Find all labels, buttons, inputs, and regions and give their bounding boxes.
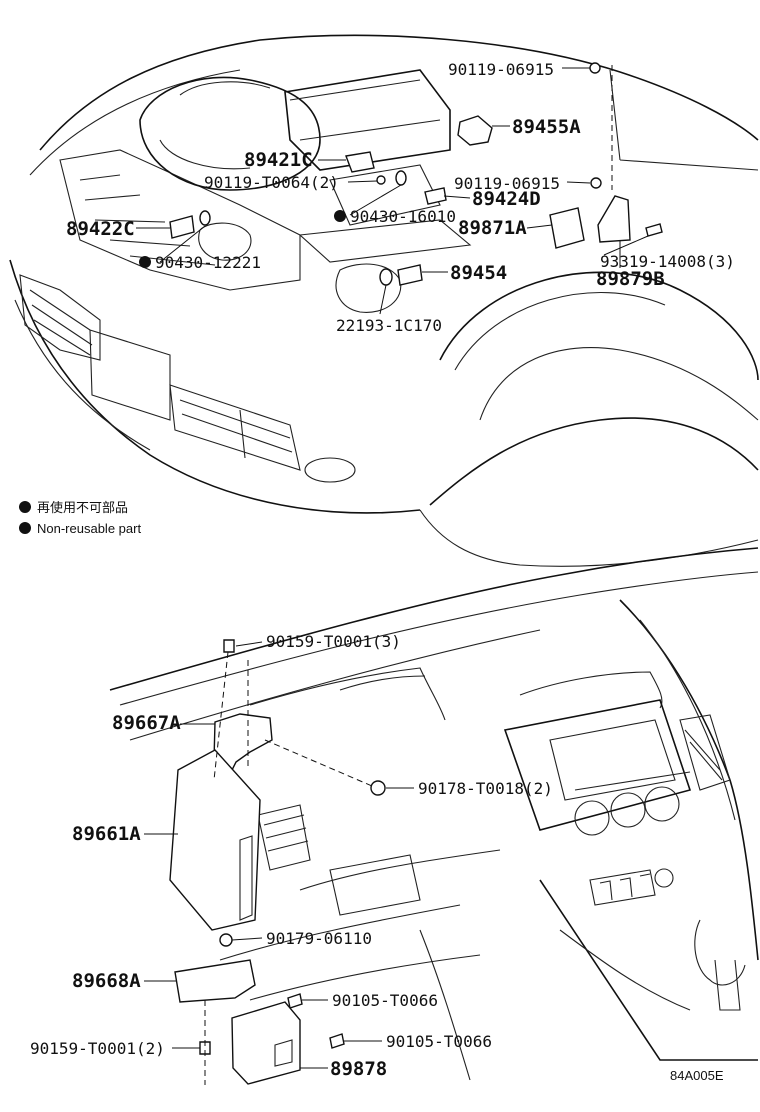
label-89424D: 89424D — [472, 188, 541, 210]
nut-90179-06110 — [219, 933, 233, 947]
bottom-labels: 90159-T0001(3) 89667A 90178-T0018(2) 896… — [30, 632, 553, 1080]
top-parts — [169, 62, 663, 286]
bolt-90119-06915-mid — [590, 177, 602, 189]
bottom-leader-lines — [144, 641, 414, 1085]
screw-90105-T0066-a — [287, 993, 303, 1009]
sensor-89421C — [345, 151, 375, 173]
label-89455A: 89455A — [512, 116, 581, 138]
label-89422C: 89422C — [66, 218, 135, 240]
module-89871A — [549, 207, 585, 249]
gasket-90430-16010 — [395, 170, 407, 186]
non-reusable-dot-90430-16010 — [334, 210, 346, 222]
module-89878 — [231, 1001, 301, 1085]
bolt-90119-T0064 — [376, 175, 386, 185]
legend-text-en: Non-reusable part — [37, 521, 141, 536]
label-90159-T0001-2: 90159-T0001(2) — [30, 1039, 165, 1058]
label-89879B: 89879B — [596, 268, 665, 290]
label-89667A: 89667A — [112, 712, 181, 734]
top-labels: 90119-06915 89455A 89421C 90119-T0064(2)… — [66, 60, 735, 335]
bracket-89879B — [597, 195, 631, 243]
top-leader-lines — [136, 65, 649, 315]
bolt-90159-T0001-bottom — [199, 1041, 211, 1055]
nut-90178-T0018 — [370, 780, 386, 796]
bracket-89668A — [174, 959, 256, 1003]
legend-text-jp: 再使用不可部品 — [37, 500, 128, 515]
figure-code: 84A005E — [670, 1068, 724, 1083]
sensor-89454 — [397, 264, 423, 286]
screw-90105-T0066-b — [329, 1033, 345, 1049]
sensor-89422C — [169, 215, 195, 239]
label-90430-12221: 90430-12221 — [155, 253, 261, 272]
label-93319-14008: 93319-14008(3) — [600, 252, 735, 271]
gasket-90430-12221 — [199, 210, 211, 226]
label-89661A: 89661A — [72, 823, 141, 845]
module-89661A — [169, 749, 261, 931]
screw-93319-14008 — [645, 223, 663, 237]
sensor-89455A — [457, 115, 493, 146]
bolt-90159-T0001-top — [223, 639, 235, 653]
label-90119-T0064: 90119-T0064(2) — [204, 173, 339, 192]
bolt-90119-06915-top — [589, 62, 601, 74]
gasket-22193-1C170 — [379, 268, 393, 286]
label-90179-06110: 90179-06110 — [266, 929, 372, 948]
sensor-89424D — [424, 187, 447, 205]
legend: 再使用不可部品 Non-reusable part — [19, 500, 141, 536]
bottom-parts — [169, 639, 386, 1085]
label-90105-T0066-a: 90105-T0066 — [332, 991, 438, 1010]
label-90430-16010: 90430-16010 — [350, 207, 456, 226]
label-90119-06915-mid: 90119-06915 — [454, 174, 560, 193]
label-90105-T0066-b: 90105-T0066 — [386, 1032, 492, 1051]
label-89421C: 89421C — [244, 149, 313, 171]
label-90159-T0001-3: 90159-T0001(3) — [266, 632, 401, 651]
label-89454: 89454 — [450, 262, 507, 284]
label-90178-T0018: 90178-T0018(2) — [418, 779, 553, 798]
label-22193-1C170: 22193-1C170 — [336, 316, 442, 335]
non-reusable-dot-90430-12221 — [139, 256, 151, 268]
label-90119-06915-top: 90119-06915 — [448, 60, 554, 79]
engine-bay-illustration — [9, 34, 759, 567]
label-89871A: 89871A — [458, 217, 527, 239]
label-89878: 89878 — [330, 1058, 387, 1080]
label-89668A: 89668A — [72, 970, 141, 992]
legend-dot-jp — [19, 501, 31, 513]
legend-dot-en — [19, 522, 31, 534]
